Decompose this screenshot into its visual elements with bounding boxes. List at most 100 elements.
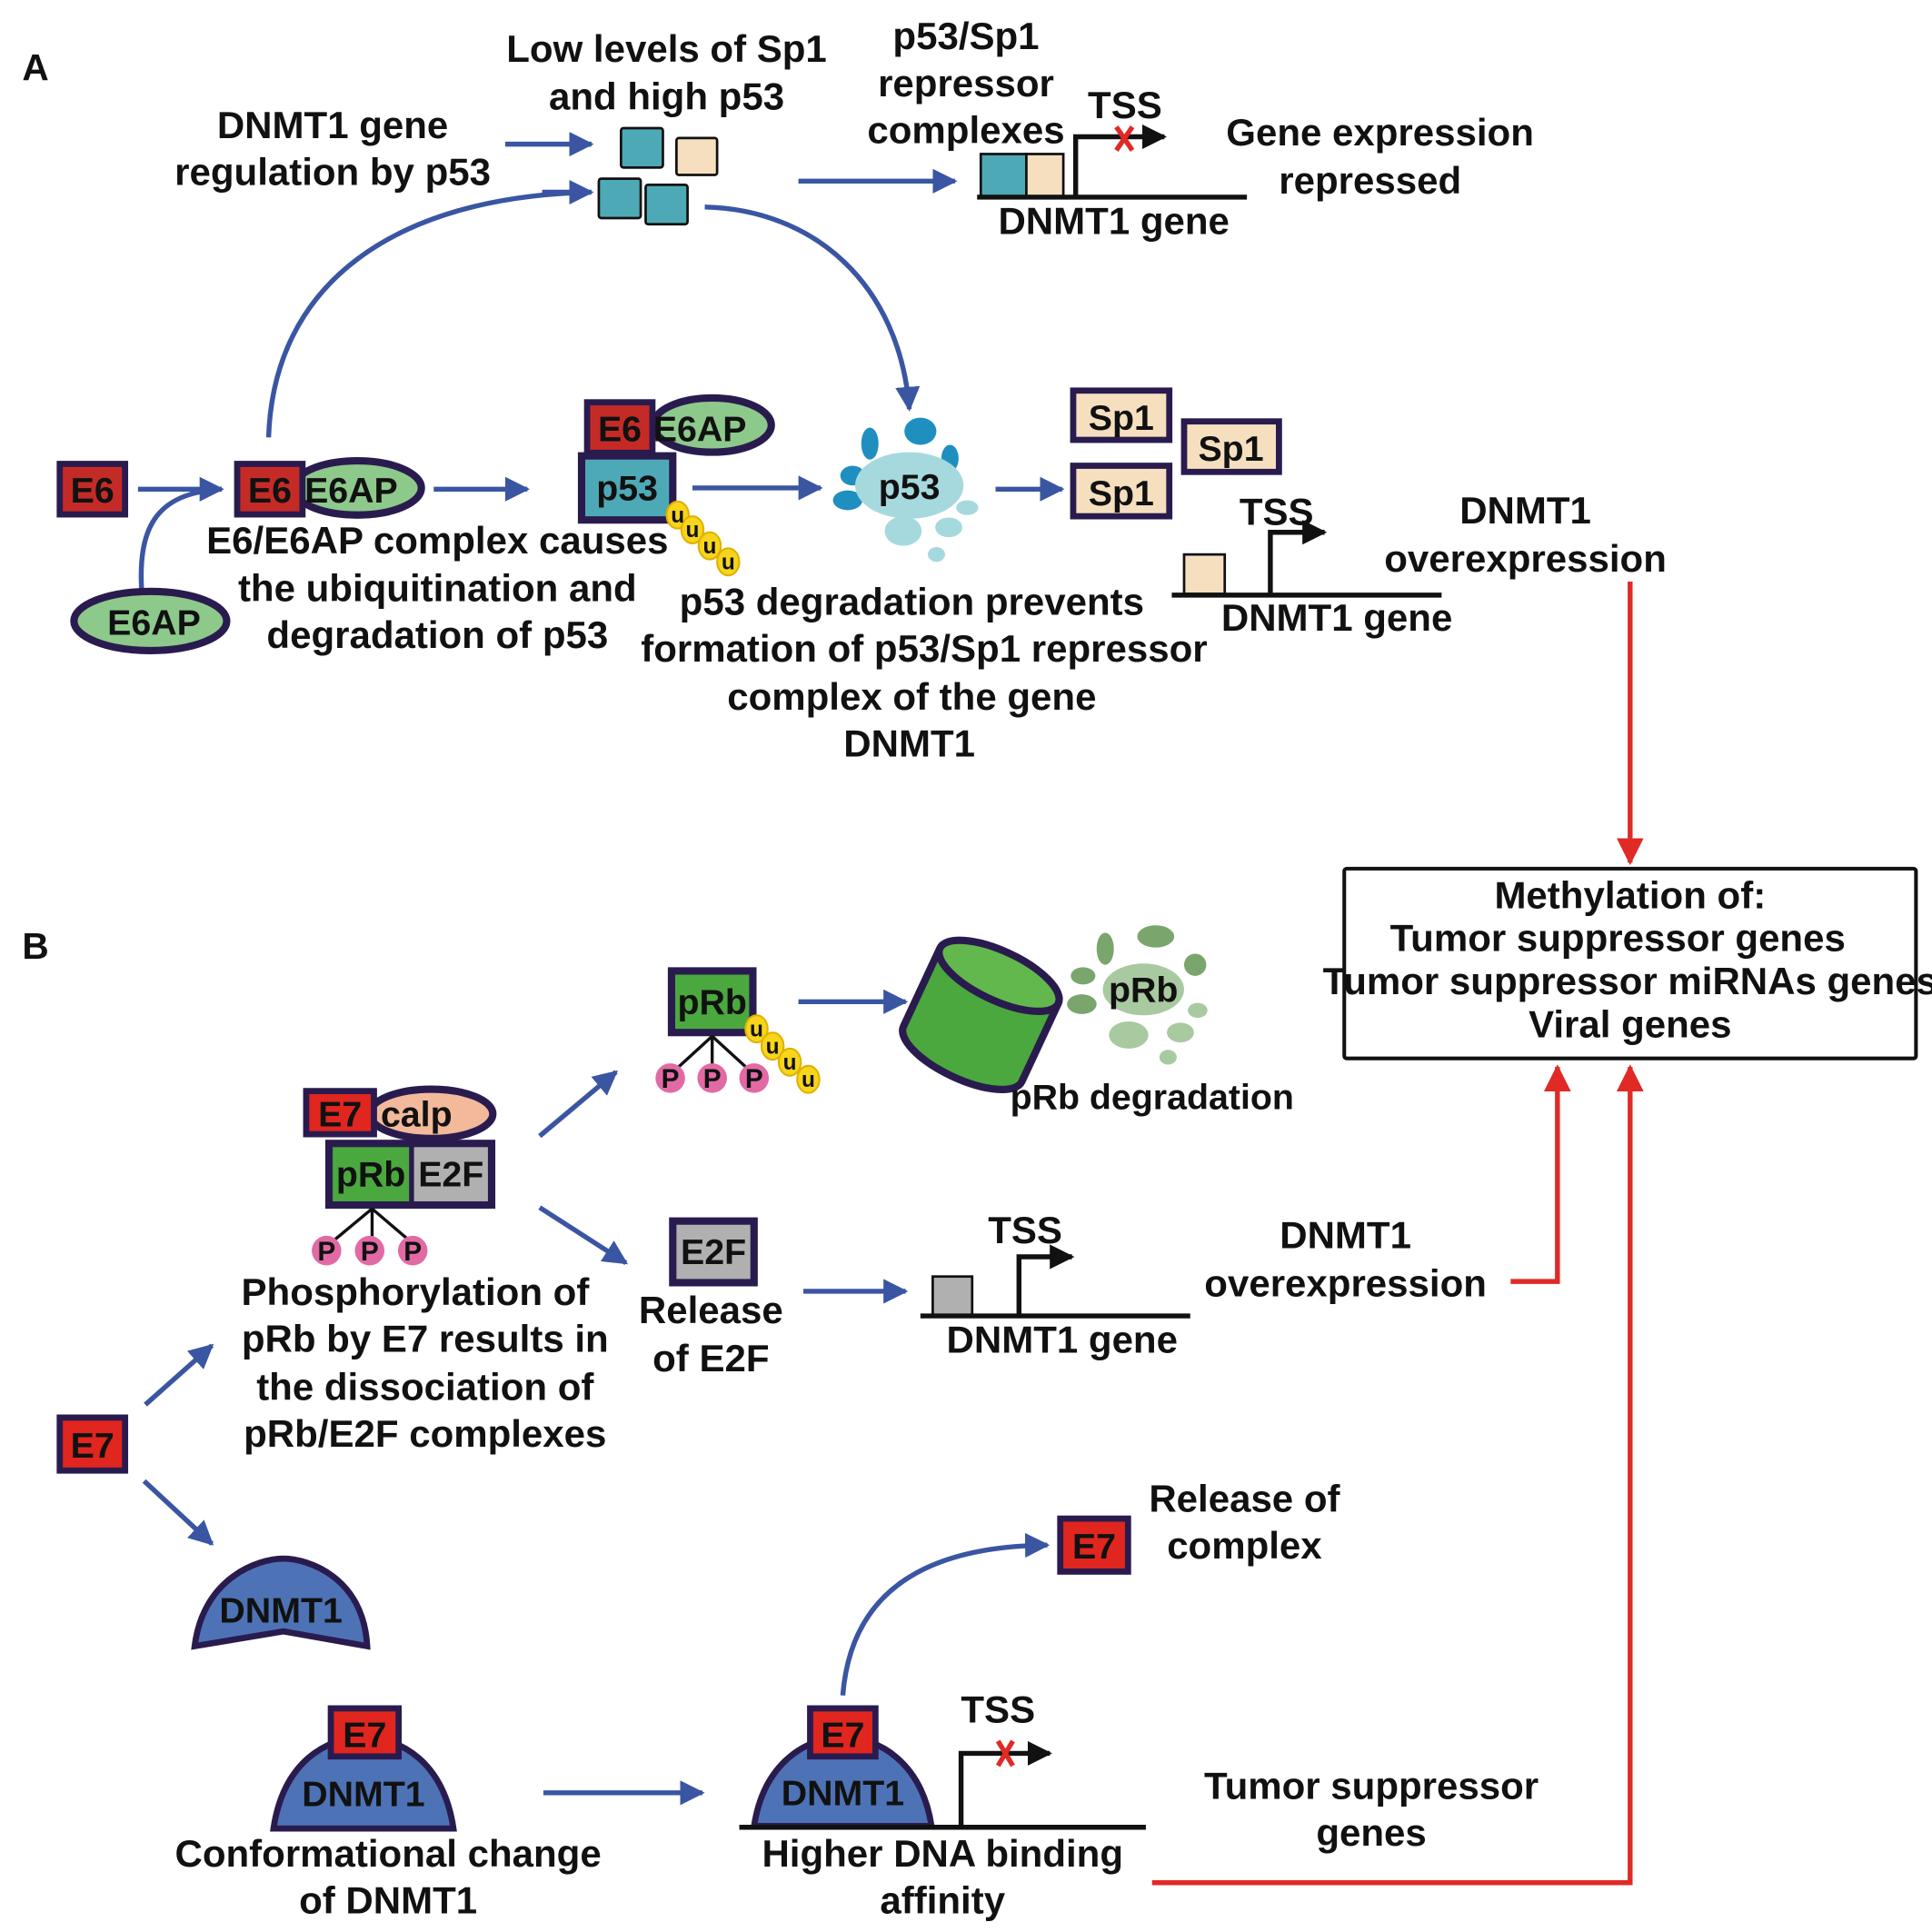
svg-text:u: u [686,518,700,543]
svg-text:DNMT1 gene: DNMT1 gene [217,104,448,146]
svg-text:the dissociation of: the dissociation of [256,1365,594,1408]
tss-arrow [958,1740,1052,1827]
prb-ubiquitinated: pRb P P P u u u u [655,967,821,1094]
arrow-to-e2f [538,1205,629,1266]
tumor-suppressor-label: Tumor suppressor genes [1204,1765,1539,1855]
svg-text:degradation of p53: degradation of p53 [266,613,608,656]
svg-text:Tumor suppressor: Tumor suppressor [1204,1765,1539,1808]
svg-text:of DNMT1: of DNMT1 [299,1879,477,1922]
prb-degraded: pRb [1067,925,1208,1065]
svg-text:Phosphorylation of: Phosphorylation of [242,1270,591,1313]
svg-text:DNMT1: DNMT1 [782,1773,904,1813]
sp1-block [1070,387,1173,443]
tss-label: TSS [1088,84,1162,126]
p53-bound-block [979,153,1028,199]
binding-label: Higher DNA binding affinity [762,1832,1123,1922]
arrow-e7-to-dnmt1 [142,1479,214,1546]
svg-text:E2F: E2F [681,1232,746,1272]
methylation-item: Tumor suppressor genes [1390,917,1846,960]
svg-text:pRb: pRb [677,982,746,1022]
tss-label: TSS [988,1209,1062,1251]
svg-text:DNMT1: DNMT1 [302,1775,424,1815]
curve-arrow-down [704,204,921,412]
svg-text:Release of: Release of [1149,1478,1340,1520]
p53-degraded: p53 [832,417,979,563]
svg-text:DNMT1: DNMT1 [1459,489,1591,532]
p53-block [620,126,664,169]
svg-text:P: P [662,1064,680,1094]
svg-text:u: u [783,1051,797,1075]
svg-text:Sp1: Sp1 [1089,473,1154,513]
tss-label: TSS [961,1688,1035,1731]
svg-text:genes: genes [1316,1811,1426,1854]
svg-text:regulation by p53: regulation by p53 [174,150,491,193]
regulation-label: DNMT1 gene regulation by p53 [174,104,491,194]
svg-text:p53/Sp1: p53/Sp1 [892,15,1039,57]
sp1-bound-block [1025,153,1065,199]
svg-text:u: u [802,1068,815,1092]
svg-text:E6AP: E6AP [653,409,747,449]
svg-text:p53 degradation prevents: p53 degradation prevents [680,581,1144,623]
svg-text:pRb/E2F complexes: pRb/E2F complexes [244,1412,606,1455]
p53-block [597,177,642,220]
phosphate-groups: P P P [312,1235,428,1267]
svg-text:E6AP: E6AP [304,471,398,511]
blocked-x-icon [1114,125,1135,152]
e6-e6ap-complex: E6 E6AP [234,457,425,519]
svg-text:u: u [750,1017,763,1041]
svg-text:Sp1: Sp1 [1198,429,1263,469]
p53-block [644,184,689,226]
p53-sp1-free-complex [597,126,719,226]
sp1-bound-block [1182,553,1227,595]
svg-text:P: P [361,1237,379,1267]
conformational-label: Conformational change of DNMT1 [174,1832,601,1922]
proteasome-icon [899,936,1063,1093]
svg-text:affinity: affinity [880,1879,1005,1922]
svg-text:P: P [317,1237,335,1267]
svg-text:DNMT1: DNMT1 [843,722,975,765]
phosphorylation-label: Phosphorylation of pRb by E7 results in … [242,1270,609,1455]
ubiquitin-chain: u u u u [665,500,741,577]
svg-text:P: P [703,1064,722,1094]
sp1-proteins: Sp1 Sp1 Sp1 [1070,387,1282,520]
repressed-dnmt1-gene: TSS DNMT1 gene [977,84,1248,243]
svg-text:and high p53: and high p53 [549,75,784,118]
svg-text:complex of the gene: complex of the gene [727,675,1096,718]
svg-text:P: P [745,1064,763,1094]
svg-text:u: u [766,1034,780,1059]
svg-text:u: u [703,534,717,559]
e6-e6ap-p53-complex: E6 E6AP p53 u u u u [577,393,775,577]
svg-text:overexpression: overexpression [1204,1261,1487,1304]
e2f-released: E2F [669,1217,758,1287]
svg-text:complex: complex [1167,1524,1322,1567]
svg-text:pRb by E7 results in: pRb by E7 results in [242,1317,609,1359]
tss-label: TSS [1240,491,1314,533]
svg-text:p53: p53 [596,468,658,508]
panel-label-b: B [22,925,48,967]
svg-text:formation of p53/Sp1 repressor: formation of p53/Sp1 repressor [641,627,1207,670]
svg-text:overexpression: overexpression [1384,537,1667,580]
svg-text:E7: E7 [343,1716,386,1756]
svg-text:calp: calp [381,1094,453,1134]
sp1-block [1070,463,1173,520]
svg-text:u: u [671,503,684,528]
e2f-bound-block [931,1275,974,1318]
degradation-label: p53 degradation prevents formation of p5… [641,581,1207,765]
svg-text:complexes: complexes [867,108,1064,151]
svg-text:Low levels of Sp1: Low levels of Sp1 [506,27,827,70]
gene-label: DNMT1 gene [947,1319,1178,1361]
svg-text:E7: E7 [821,1716,864,1756]
gene-label: DNMT1 gene [998,200,1229,243]
svg-text:repressed: repressed [1279,159,1461,202]
sp1-block [675,136,719,176]
svg-text:repressor: repressor [878,62,1054,105]
e7-released: E7 [1057,1515,1131,1575]
dna-bound-e7-dnmt1: E7 DNMT1 TSS [739,1688,1146,1830]
red-arrow-overexpression-to-methylation [1510,1064,1571,1284]
svg-text:Gene expression: Gene expression [1226,111,1534,154]
panel-label-a: A [22,46,48,88]
svg-text:DNMT1: DNMT1 [1280,1213,1411,1256]
svg-text:P: P [403,1237,422,1267]
prb-degradation-label: pRb degradation [1011,1077,1294,1117]
active-dnmt1-gene: TSS DNMT1 gene [1171,491,1452,639]
